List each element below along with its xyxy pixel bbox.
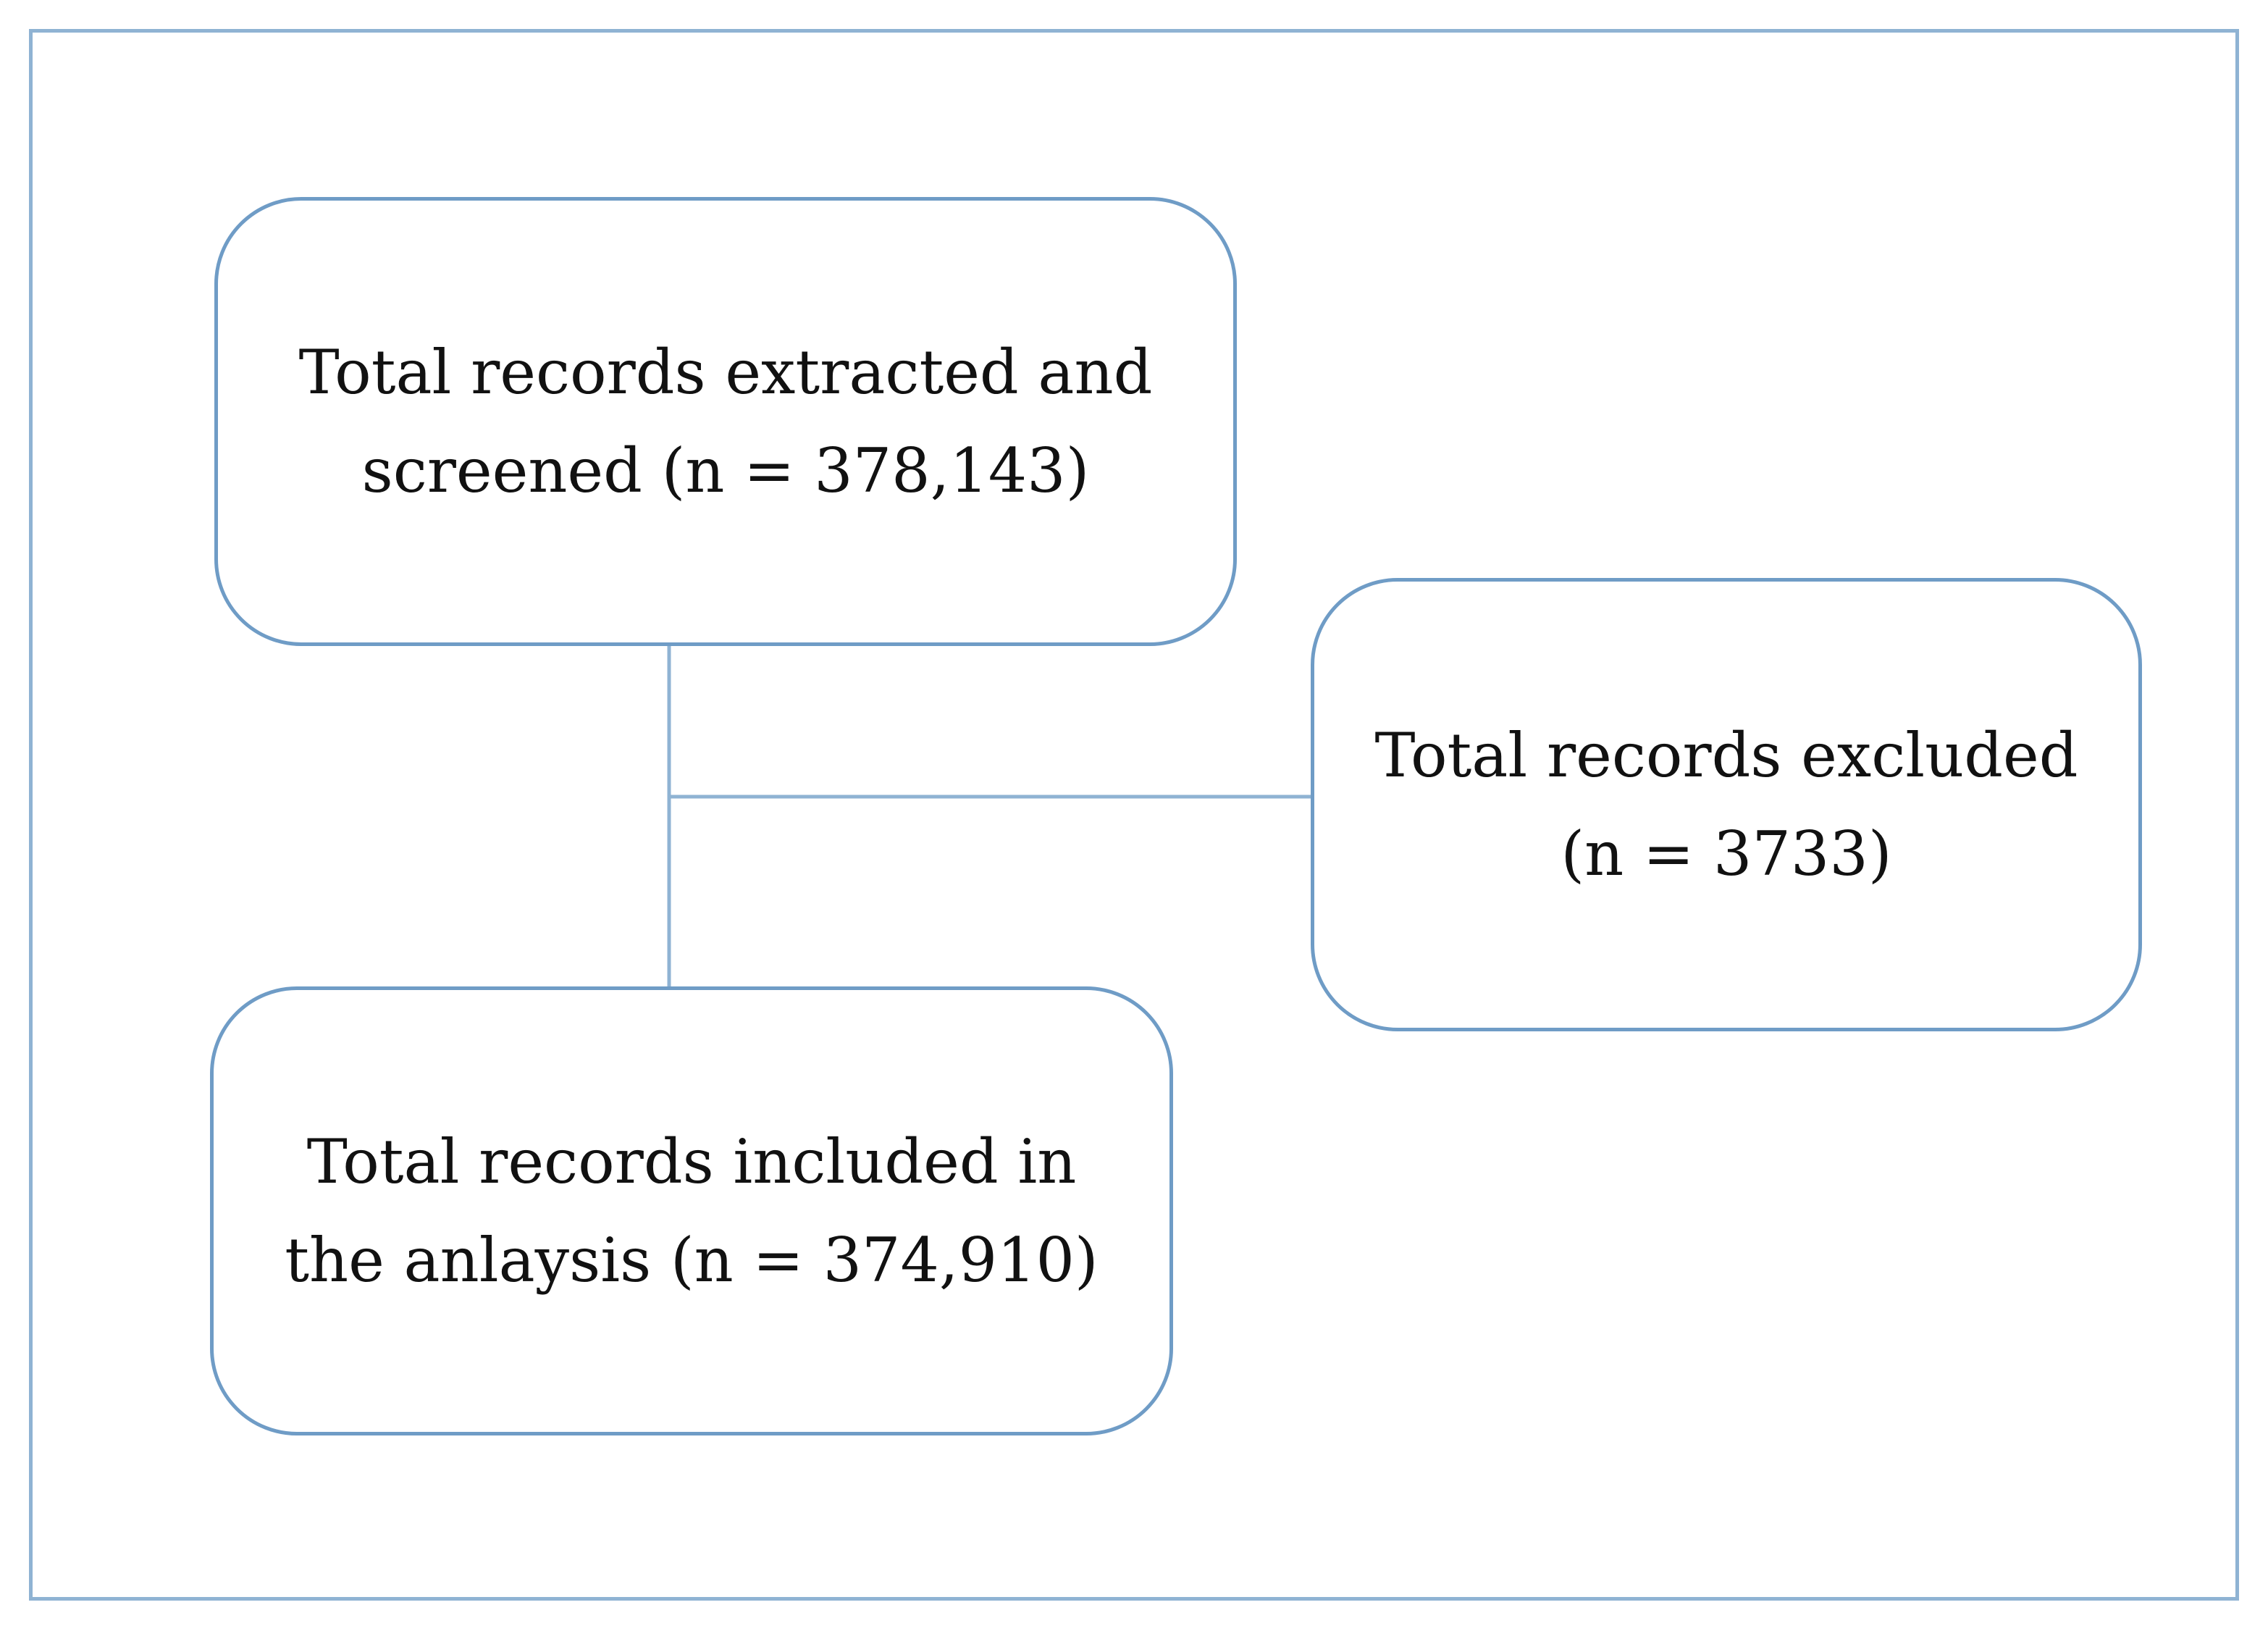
screened-records-line1: Total records extracted and xyxy=(298,337,1153,408)
screened-records-box: Total records extracted and screened (n … xyxy=(214,197,1237,646)
included-records-line1: Total records included in xyxy=(306,1126,1077,1197)
included-records-line2: the anlaysis (n = 374,910) xyxy=(285,1225,1099,1296)
excluded-records-line2: (n = 3733) xyxy=(1561,818,1892,889)
excluded-records-line1: Total records excluded xyxy=(1374,720,2078,791)
excluded-records-box: Total records excluded (n = 3733) xyxy=(1311,578,2142,1031)
figure-frame xyxy=(29,29,2239,1601)
screened-records-line2: screened (n = 378,143) xyxy=(361,435,1090,506)
included-records-box: Total records included in the anlaysis (… xyxy=(210,986,1173,1435)
